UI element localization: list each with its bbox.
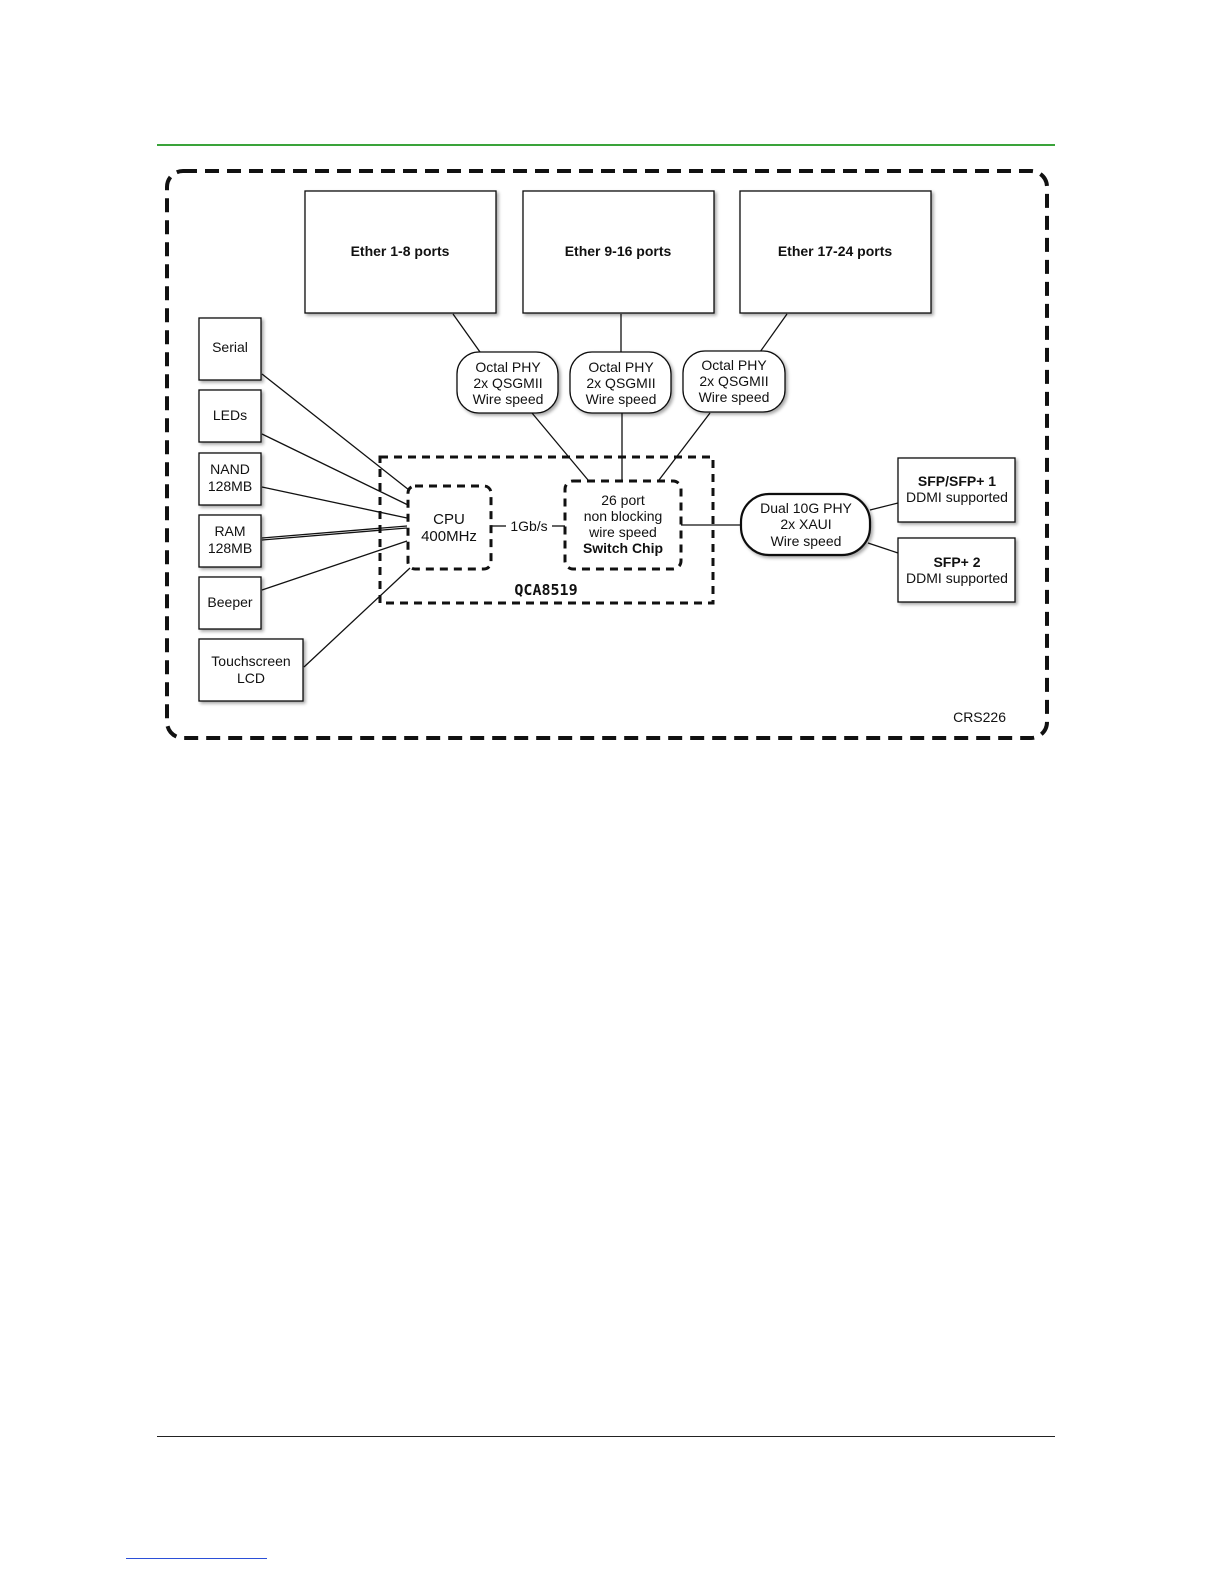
phy3-line1: Octal PHY [701, 357, 767, 373]
cpu-box [406, 484, 493, 571]
phy3-line3: Wire speed [699, 389, 770, 405]
conn-port1-phy1 [452, 313, 481, 353]
port-box-2 [522, 190, 715, 314]
dual-phy-line2: 2x XAUI [780, 516, 831, 532]
phy2-line1: Octal PHY [588, 359, 654, 375]
cpu-label-1: CPU [433, 511, 465, 528]
leds-label: LEDs [213, 407, 247, 423]
switch-chip-line1: 26 port [601, 492, 645, 508]
peripheral-box-serial [198, 317, 262, 381]
nand-label-2: 128MB [208, 478, 252, 494]
model-label: CRS226 [953, 709, 1006, 725]
link-speed-label: 1Gb/s [510, 518, 547, 534]
sfp1-title: SFP/SFP+ 1 [918, 473, 996, 489]
soc-label: QCA8519 [514, 581, 577, 599]
phy2-line2: 2x QSGMII [586, 375, 655, 391]
phy-capsule-3 [682, 350, 786, 413]
beeper-label: Beeper [207, 594, 252, 610]
port-label-1: Ether 1-8 ports [351, 243, 450, 259]
port-box-1 [304, 190, 497, 314]
phy-capsule-2 [569, 351, 672, 414]
connections [261, 313, 899, 668]
outer-frame [165, 169, 1049, 740]
conn-dualphy-sfp1 [869, 502, 899, 511]
nand-label-1: NAND [210, 461, 250, 477]
sfp1-sub: DDMI supported [906, 489, 1008, 505]
phy3-line2: 2x QSGMII [699, 373, 768, 389]
switch-chip-line2: non blocking [584, 508, 663, 524]
peripheral-box-nand [198, 452, 262, 506]
peripheral-box-beeper [198, 576, 262, 630]
sfp2-sub: DDMI supported [906, 570, 1008, 586]
cpu-label-2: 400MHz [421, 528, 477, 545]
switch-chip-line3: wire speed [588, 524, 657, 540]
dual-phy-line3: Wire speed [771, 533, 842, 549]
conn-dualphy-sfp2 [867, 542, 899, 554]
sfp2-title: SFP+ 2 [933, 554, 980, 570]
phy1-line3: Wire speed [473, 391, 544, 407]
peripheral-box-touchscreen [198, 638, 304, 702]
peripheral-box-leds [198, 389, 262, 443]
conn-serial-cpu [261, 373, 410, 491]
switch-chip-box [563, 479, 683, 571]
header-rule [157, 144, 1055, 146]
touchscreen-label-1: Touchscreen [211, 653, 290, 669]
conn-port3-phy3 [759, 313, 788, 353]
switch-chip-title: Switch Chip [583, 540, 663, 556]
port-label-2: Ether 9-16 ports [565, 243, 672, 259]
footer-rule [157, 1436, 1055, 1437]
conn-beeper-cpu [261, 540, 408, 591]
conn-touch-cpu [303, 567, 411, 668]
conn-ram-cpu [261, 527, 408, 541]
touchscreen-label-2: LCD [237, 670, 265, 686]
sfp-box-2 [897, 537, 1016, 603]
conn-ram-cpu-2 [261, 525, 408, 539]
sfp-box-1 [897, 457, 1016, 523]
conn-leds-cpu [261, 433, 409, 506]
port-box-3 [739, 190, 932, 314]
phy1-line2: 2x QSGMII [473, 375, 542, 391]
peripheral-box-ram [198, 514, 262, 568]
serial-label: Serial [212, 339, 248, 355]
conn-phy1-switch [531, 412, 589, 481]
phy2-line3: Wire speed [586, 391, 657, 407]
phy-capsule-1 [456, 351, 559, 414]
port-label-3: Ether 17-24 ports [778, 243, 893, 259]
ram-label-1: RAM [214, 523, 245, 539]
conn-nand-cpu [261, 486, 408, 519]
dual-phy-line1: Dual 10G PHY [760, 500, 852, 516]
dual-phy-capsule [739, 492, 872, 557]
ram-label-2: 128MB [208, 540, 252, 556]
footer-link-underline[interactable] [126, 1558, 267, 1559]
conn-phy3-switch [658, 412, 711, 481]
phy1-line1: Octal PHY [475, 359, 541, 375]
